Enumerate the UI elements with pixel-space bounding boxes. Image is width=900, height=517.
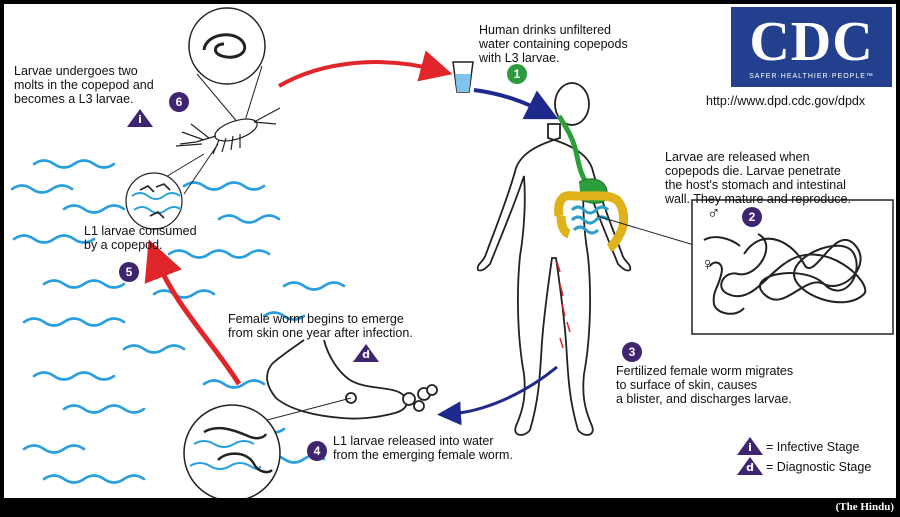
step-2-text: Larvae are released when copepods die. L… — [665, 150, 851, 206]
step-6-badge: 6 — [169, 92, 189, 112]
cdc-logo-letters: CDC — [749, 11, 874, 73]
step-2-badge: 2 — [742, 207, 762, 227]
step-4-badge: 4 — [307, 441, 327, 461]
step-6-text: Larvae undergoes two molts in the copepo… — [14, 64, 154, 106]
legend-infective-label: = Infective Stage — [766, 440, 860, 454]
female-symbol-icon: ♀ — [701, 254, 715, 274]
image-credit: (The Hindu) — [835, 501, 894, 513]
l1-larvae-magnifier — [125, 172, 183, 230]
legend-diagnostic-label: = Diagnostic Stage — [766, 460, 872, 474]
step-1-text: Human drinks unfiltered water containing… — [479, 23, 628, 65]
copepod-magnifier — [188, 7, 266, 125]
diagram-artwork — [10, 7, 894, 498]
cdc-logo-tagline: SAFER·HEALTHIER·PEOPLE™ — [749, 73, 874, 80]
human-body — [476, 82, 632, 436]
step-3-text: Fertilized female worm migrates to surfa… — [616, 364, 794, 406]
step-3-badge: 3 — [622, 342, 642, 362]
legend-infective-letter: i — [748, 441, 752, 454]
infective-stage-letter: i — [138, 113, 142, 126]
worm-marks-leg — [556, 261, 571, 349]
male-symbol-icon: ♂ — [707, 203, 721, 223]
cycle-arrows — [144, 50, 559, 426]
diagnostic-stage-letter: d — [362, 348, 370, 361]
infective-stage-marker: i — [127, 109, 153, 127]
larvae-release-magnifier — [183, 404, 281, 498]
emerge-text: Female worm begins to emerge from skin o… — [228, 312, 413, 340]
step-1-badge: 1 — [507, 64, 527, 84]
legend-infective-marker: i — [737, 437, 763, 455]
foot — [251, 339, 438, 425]
legend-diagnostic-marker: d — [737, 457, 763, 475]
legend-diagnostic-letter: d — [746, 461, 754, 474]
step-5-text: L1 larvae consumed by a copepod. — [84, 224, 197, 252]
adult-worms-box — [691, 199, 894, 335]
lifecycle-diagram: Human drinks unfiltered water containing… — [4, 4, 896, 498]
step-4-text: L1 larvae released into water from the e… — [333, 434, 513, 462]
source-url: http://www.dpd.cdc.gov/dpdx — [706, 94, 866, 108]
diagnostic-stage-marker: d — [353, 344, 379, 362]
step-5-badge: 5 — [119, 262, 139, 282]
digestive-tract — [554, 114, 629, 253]
cdc-logo: CDC SAFER·HEALTHIER·PEOPLE™ — [731, 7, 892, 87]
water-glass-icon — [452, 61, 474, 93]
